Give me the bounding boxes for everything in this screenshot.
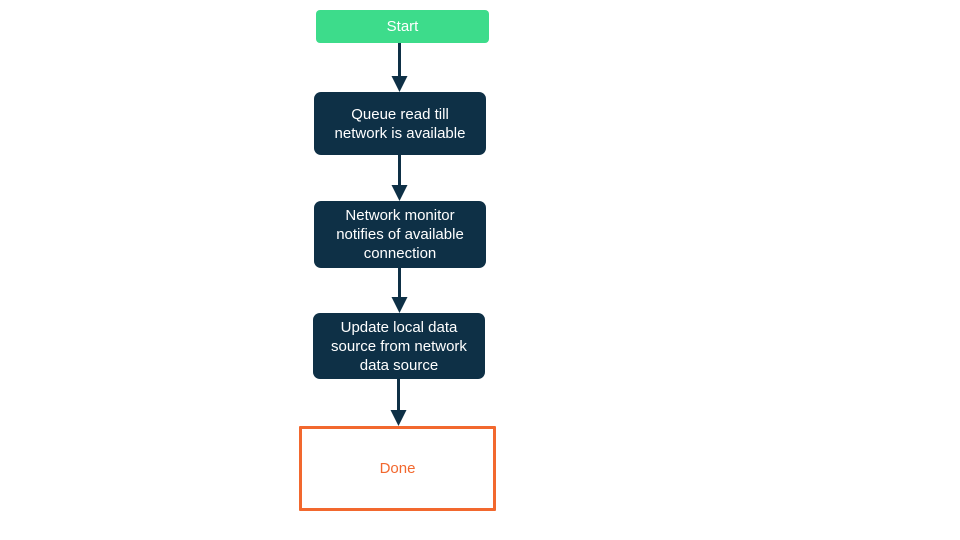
flowchart-node-update-local[interactable]: Update local data source from network da… [313,313,485,379]
arrowhead-icon [391,185,408,201]
flowchart-node-network-monitor[interactable]: Network monitor notifies of available co… [314,201,486,268]
flowchart-edge-update-local-to-done [390,379,407,426]
flowchart-node-update-local-label: Update local data source from network da… [331,318,467,374]
flowchart-node-start-label: Start [386,18,419,35]
flowchart-edge-start-to-queue-read [391,43,408,92]
flowchart-node-start[interactable]: Start [316,10,489,43]
flowchart-node-queue-read[interactable]: Queue read till network is available [314,92,486,155]
arrowhead-icon [390,410,407,426]
flowchart-node-done[interactable]: Done [299,426,496,511]
flowchart-node-network-monitor-label: Network monitor notifies of available co… [336,207,464,262]
arrowhead-icon [391,297,408,313]
flowchart-node-queue-read-label: Queue read till network is available [334,105,466,142]
arrowhead-icon [391,76,408,92]
flowchart-edge-network-monitor-to-update-local [391,268,408,313]
flowchart-node-done-label: Done [379,460,416,477]
flowchart-edge-queue-read-to-network-monitor [391,155,408,201]
